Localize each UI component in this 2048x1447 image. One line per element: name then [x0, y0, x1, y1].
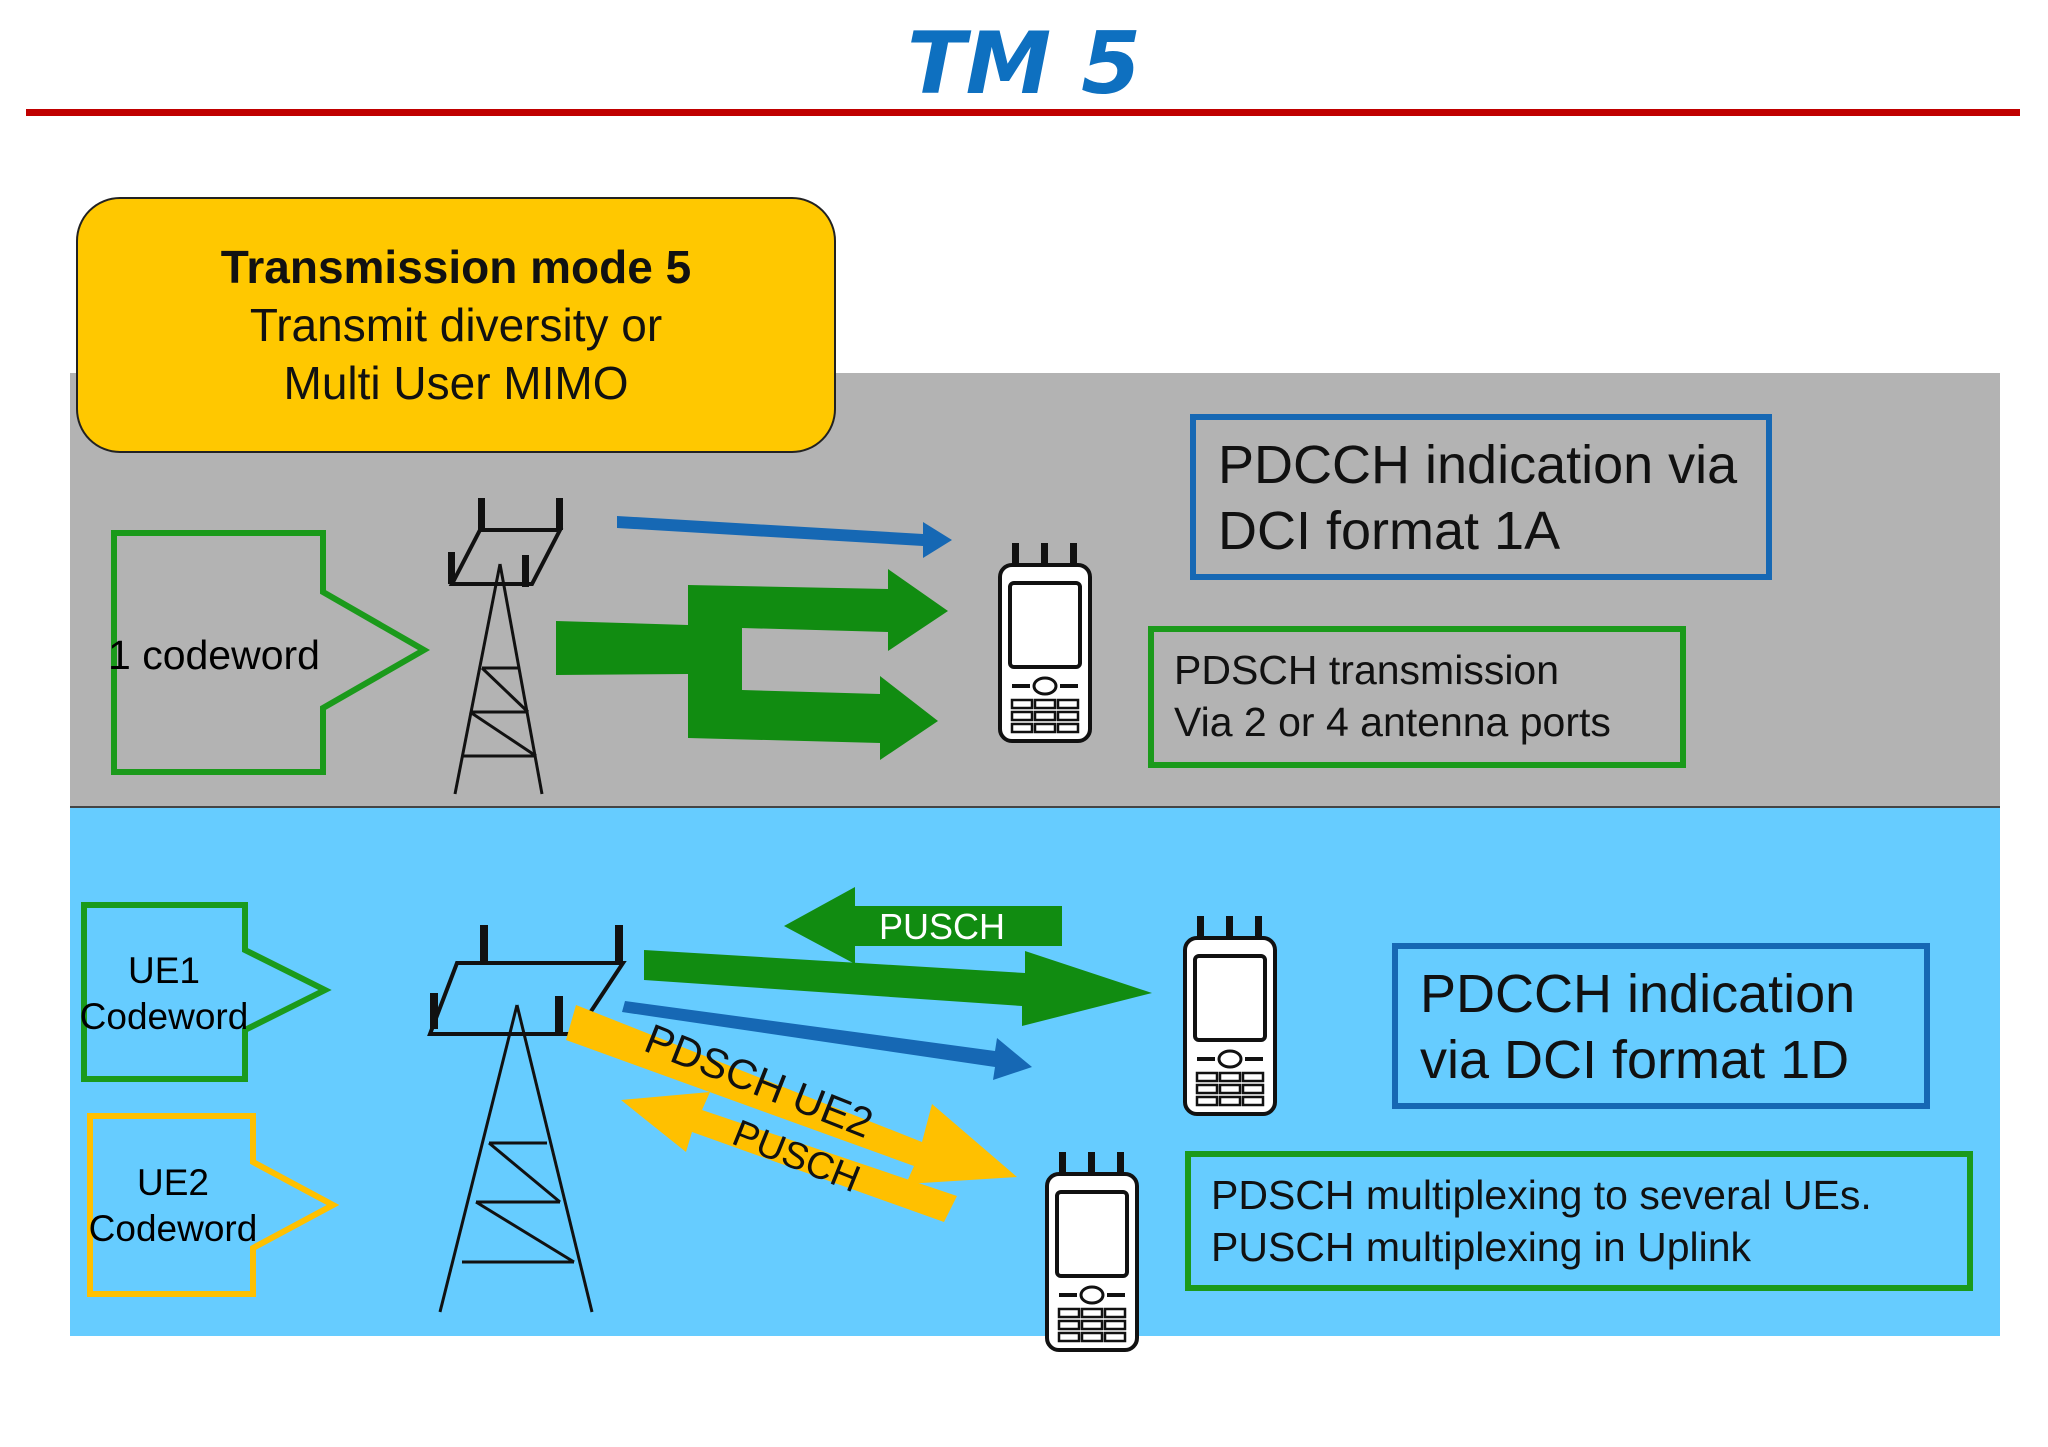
pdcch-indication-box-1d: PDCCH indication via DCI format 1D — [1392, 943, 1930, 1109]
codeword-arrow-icon — [111, 530, 431, 775]
ue2-label-line-2: Codeword — [88, 1208, 258, 1249]
mode-line-2: Multi User MIMO — [283, 357, 629, 409]
pusch-top-label: PUSCH — [879, 906, 1005, 947]
pdsch-bottom-line-2: PUSCH multiplexing in Uplink — [1211, 1224, 1752, 1270]
ue2-codeword-arrow-icon — [87, 1113, 340, 1297]
ue2-codeword-label: UE2 Codeword — [64, 1160, 282, 1252]
pdcch-ue1-arrow — [622, 1001, 1032, 1080]
pdcch-1d-line-2: via DCI format 1D — [1420, 1030, 1850, 1090]
pdsch-transmission-box: PDSCH transmission Via 2 or 4 antenna po… — [1148, 626, 1686, 768]
bottom-panel-background — [70, 808, 2000, 1336]
mobile-phone-icon — [998, 541, 1092, 743]
pdcch-1d-line-1: PDCCH indication — [1420, 964, 1856, 1024]
pdsch-top-line-2: Via 2 or 4 antenna ports — [1174, 699, 1611, 745]
transmission-mode-box: Transmission mode 5 Transmit diversity o… — [76, 197, 836, 453]
mobile-phone-icon-ue1 — [1183, 914, 1277, 1116]
ue1-label-line-1: UE1 — [128, 950, 200, 991]
pdsch-top-line-1: PDSCH transmission — [1174, 647, 1560, 693]
title-divider — [26, 109, 2020, 116]
pdcch-indication-box-1a: PDCCH indication via DCI format 1A — [1190, 414, 1772, 580]
pusch-uplink-arrow: PUSCH — [784, 887, 1062, 964]
ue1-codeword-label: UE1 Codeword — [60, 948, 268, 1040]
base-station-tower-icon — [448, 498, 564, 795]
ue1-codeword-arrow-icon — [81, 902, 332, 1082]
pdcch-1a-line-1: PDCCH indication via — [1218, 435, 1738, 495]
pdsch-multiplexing-box: PDSCH multiplexing to several UEs. PUSCH… — [1185, 1151, 1973, 1291]
ue2-label-line-1: UE2 — [137, 1162, 209, 1203]
pdcch-1a-line-2: DCI format 1A — [1218, 501, 1561, 561]
mobile-phone-icon-ue2 — [1045, 1150, 1139, 1352]
pdcch-arrow — [617, 516, 952, 558]
pdsch-bottom-line-1: PDSCH multiplexing to several UEs. — [1211, 1172, 1872, 1218]
ue1-label-line-2: Codeword — [79, 996, 249, 1037]
codeword-label: 1 codeword — [108, 632, 320, 678]
pdsch-ue1-arrow — [644, 950, 1152, 1026]
page-title: TM 5 — [906, 14, 1142, 114]
mode-line-1: Transmit diversity or — [249, 299, 663, 351]
pdsch-fork-arrow — [556, 569, 948, 760]
mode-heading: Transmission mode 5 — [220, 241, 692, 293]
